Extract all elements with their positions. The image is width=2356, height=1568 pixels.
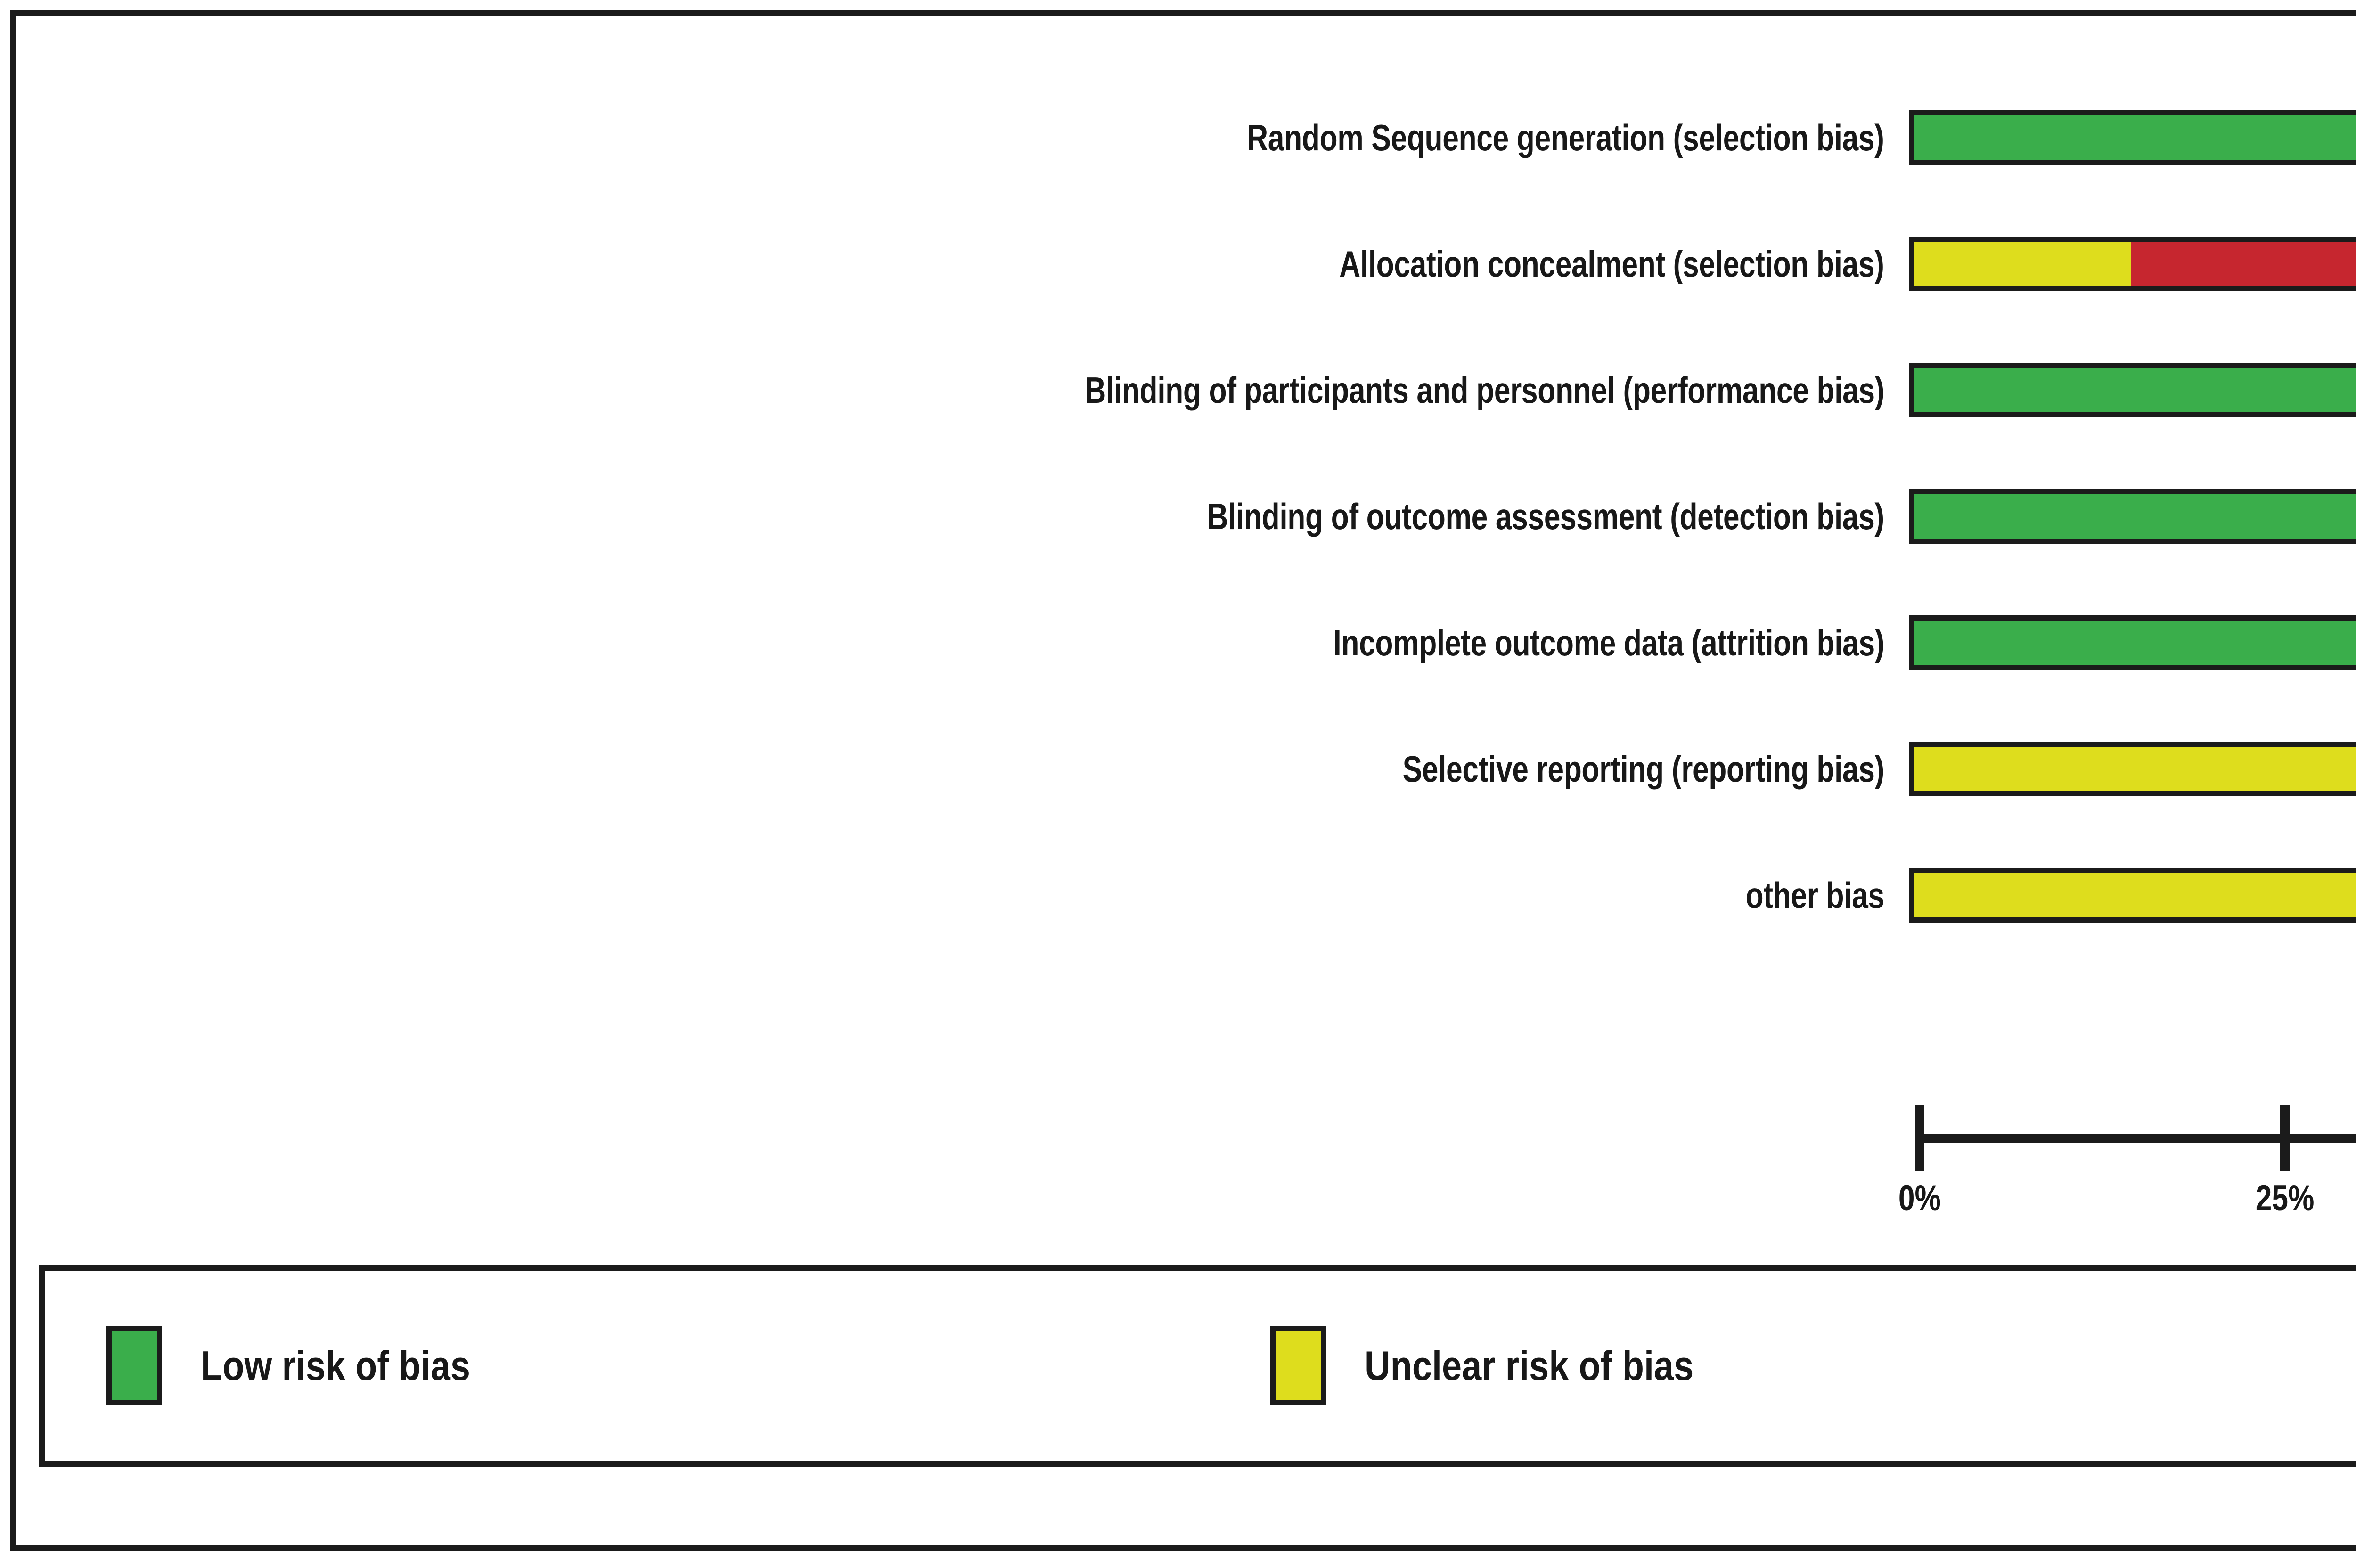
stacked-bar <box>1909 489 2356 544</box>
bar-segment-low <box>1914 494 2356 539</box>
bias-row: Random Sequence generation (selection bi… <box>16 106 2356 169</box>
legend-swatch-unclear <box>1270 1326 1326 1405</box>
stacked-bar <box>1909 363 2356 417</box>
bar-segment-low <box>1914 115 2356 160</box>
bias-row: Incomplete outcome data (attrition bias) <box>16 611 2356 674</box>
bar-segment-unclear <box>1914 747 2356 791</box>
stacked-bar <box>1909 615 2356 670</box>
bias-row: Blinding of participants and personnel (… <box>16 359 2356 422</box>
legend-label: Low risk of bias <box>201 1342 470 1389</box>
bar-segment-low <box>1914 368 2356 412</box>
stacked-bar <box>1909 742 2356 796</box>
legend-item: Unclear risk of bias <box>1270 1271 1747 1461</box>
axis-tick <box>1915 1105 1924 1171</box>
stacked-bar <box>1909 237 2356 291</box>
stacked-bar <box>1909 868 2356 923</box>
bar-segment-high <box>2130 242 2356 286</box>
bias-row-label: Blinding of outcome assessment (detectio… <box>1207 496 1885 537</box>
legend-item: Low risk of bias <box>106 1271 514 1461</box>
bias-row: Allocation concealment (selection bias) <box>16 232 2356 295</box>
bias-row: other bias <box>16 864 2356 927</box>
x-axis: 0%25%50%75%100% <box>1898 1097 2356 1238</box>
bias-row-label: Selective reporting (reporting bias) <box>1402 748 1885 790</box>
axis-tick-label: 25% <box>2255 1178 2314 1218</box>
bar-segment-unclear <box>1914 242 2131 286</box>
axis-tick <box>2280 1105 2290 1171</box>
axis-line <box>1920 1134 2356 1143</box>
bias-row-label: other bias <box>1745 874 1885 916</box>
axis-tick-label: 0% <box>1898 1178 1941 1218</box>
bias-row-label: Blinding of participants and personnel (… <box>1085 369 1884 411</box>
bias-row: Blinding of outcome assessment (detectio… <box>16 485 2356 548</box>
bias-row-label: Random Sequence generation (selection bi… <box>1247 117 1885 158</box>
bias-row-label: Incomplete outcome data (attrition bias) <box>1333 622 1884 663</box>
bar-segment-low <box>1914 621 2356 665</box>
bias-row-label: Allocation concealment (selection bias) <box>1339 243 1885 285</box>
risk-of-bias-plot: Random Sequence generation (selection bi… <box>16 16 2356 1194</box>
bar-segment-unclear <box>1914 873 2356 917</box>
risk-of-bias-figure: Random Sequence generation (selection bi… <box>10 10 2356 1551</box>
legend-label: Unclear risk of bias <box>1365 1342 1694 1389</box>
legend-swatch-low <box>106 1326 162 1405</box>
stacked-bar <box>1909 110 2356 165</box>
bias-row: Selective reporting (reporting bias) <box>16 737 2356 800</box>
